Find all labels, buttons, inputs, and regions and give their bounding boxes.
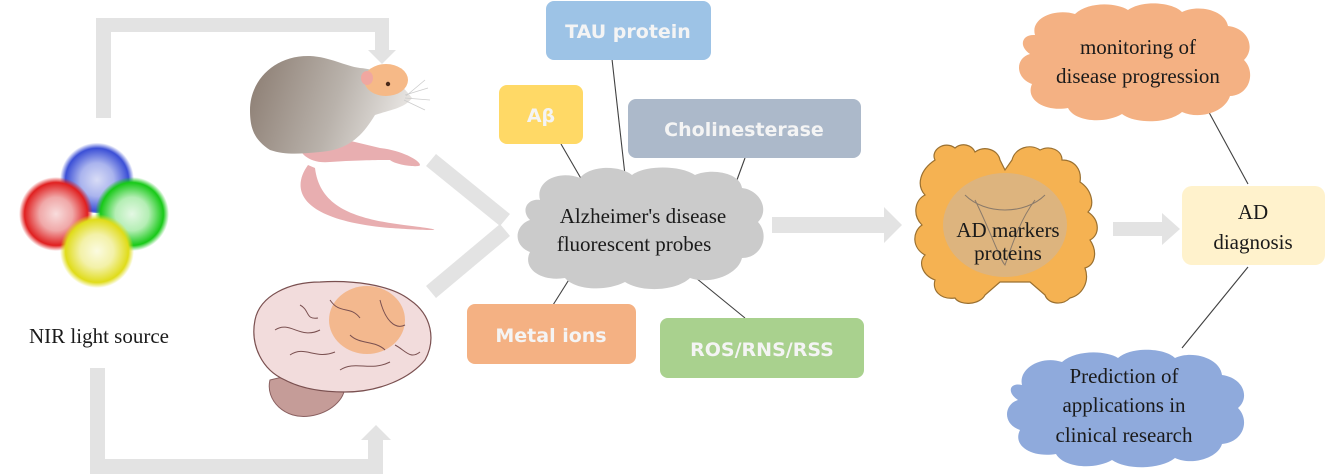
- target-tau-label: TAU protein: [565, 21, 691, 43]
- markers-line1: AD markers: [956, 218, 1059, 242]
- target-tau: TAU protein: [546, 1, 711, 60]
- connector-metal: [552, 277, 571, 306]
- prediction-line1: Prediction of: [1069, 364, 1178, 388]
- target-abeta: Aβ: [499, 85, 583, 144]
- target-cholinesterase-label: Cholinesterase: [664, 119, 824, 141]
- target-ros-label: ROS/RNS/RSS: [690, 339, 834, 361]
- arrow-markers-to-diagnosis: [1113, 213, 1180, 245]
- ad-markers-brain-section: AD markers proteins: [914, 144, 1098, 304]
- connector-tau: [611, 58, 626, 176]
- target-ros: ROS/RNS/RSS: [660, 318, 864, 378]
- bottom-loop-arrow: [90, 368, 391, 474]
- target-abeta-label: Aβ: [527, 105, 555, 127]
- connector-monitoring: [1204, 104, 1249, 185]
- nir-light-source-label: NIR light source: [29, 324, 169, 348]
- monitoring-line2: disease progression: [1056, 64, 1220, 88]
- markers-line2: proteins: [974, 241, 1042, 265]
- brain-highlight-region: [329, 286, 405, 354]
- ad-diagnosis-box: AD diagnosis: [1182, 186, 1325, 265]
- prediction-line3: clinical research: [1056, 423, 1193, 447]
- arrow-probes-to-markers: [772, 207, 902, 243]
- mouse-head-highlight: [364, 64, 408, 96]
- diagnosis-line1: AD: [1238, 200, 1268, 224]
- probe-connectors: [552, 58, 1249, 349]
- monitoring-line1: monitoring of: [1080, 35, 1196, 59]
- connector-ros: [695, 277, 746, 319]
- human-brain-icon: [253, 280, 432, 417]
- top-loop-arrow: [96, 18, 396, 118]
- target-metal-ions: Metal ions: [467, 304, 636, 364]
- diagnosis-line2: diagnosis: [1213, 230, 1292, 254]
- probe-hub-line1: Alzheimer's disease: [560, 204, 726, 228]
- connector-prediction: [1181, 266, 1249, 349]
- target-metal-ions-label: Metal ions: [495, 325, 606, 347]
- mouse-icon: [250, 55, 435, 230]
- prediction-line2: applications in: [1062, 393, 1186, 417]
- yellow-light-icon: [60, 214, 134, 288]
- converge-chevron: [426, 154, 510, 298]
- prediction-cloud: Prediction of applications in clinical r…: [1007, 349, 1245, 468]
- connector-abeta: [560, 143, 584, 183]
- nir-light-source-icon: [19, 139, 169, 288]
- probe-hub-line2: fluorescent probes: [557, 232, 712, 256]
- target-cholinesterase: Cholinesterase: [628, 99, 861, 158]
- probe-hub-cloud: Alzheimer's disease fluorescent probes: [517, 167, 764, 290]
- monitoring-cloud: monitoring of disease progression: [1018, 3, 1251, 122]
